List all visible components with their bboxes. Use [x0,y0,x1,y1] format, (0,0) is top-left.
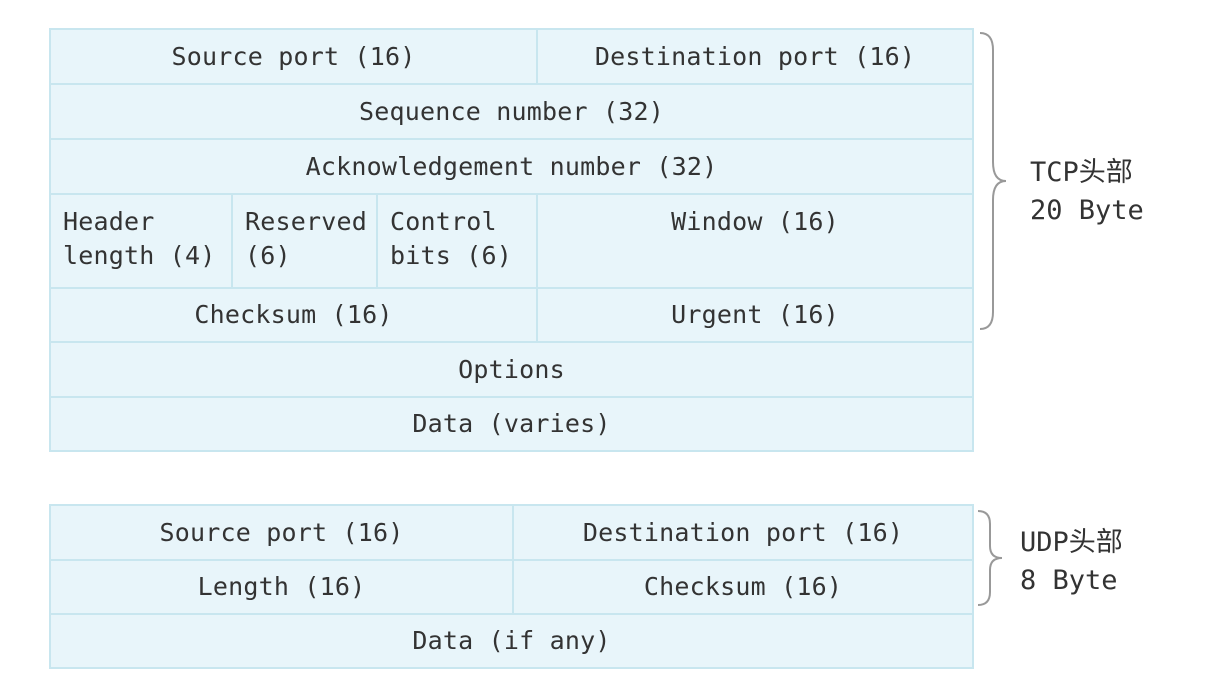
tcp-data-label: Data (varies) [412,409,611,438]
tcp-options-field: Options [49,341,974,398]
tcp-acknowledgement-number-label: Acknowledgement number (32) [305,151,718,181]
udp-data-label: Data (if any) [412,626,611,655]
tcp-checksum-label: Checksum (16) [194,300,393,329]
udp-destination-port-field: Destination port (16) [512,504,974,561]
tcp-source-port-field: Source port (16) [49,28,538,85]
tcp-destination-port-field: Destination port (16) [536,28,974,85]
tcp-control-bits-line-2: bits (6) [390,241,513,270]
udp-length-field: Length (16) [49,559,514,615]
tcp-header-brace [979,32,1007,330]
udp-source-port-field: Source port (16) [49,504,514,561]
tcp-sequence-number-field: Sequence number (32) [49,83,974,140]
tcp-checksum-field: Checksum (16) [49,287,538,343]
tcp-control-bits-line-1: Control [390,207,497,236]
tcp-data-field: Data (varies) [49,396,974,452]
tcp-control-bits-field: Control bits (6) [376,193,538,289]
udp-data-field: Data (if any) [49,613,974,669]
udp-destination-port-label: Destination port (16) [582,517,904,547]
tcp-header-length-line-2: length (4) [63,241,216,270]
tcp-options-label: Options [458,354,565,384]
udp-header-title: UDP头部 [1020,527,1123,558]
tcp-urgent-label: Urgent (16) [671,300,839,329]
tcp-header-title: TCP头部 [1030,157,1133,188]
tcp-window-field: Window (16) [536,193,974,289]
udp-checksum-field: Checksum (16) [512,559,974,615]
tcp-urgent-field: Urgent (16) [536,287,974,343]
udp-header-size-label: UDP头部 8 Byte [1020,524,1123,600]
tcp-header-length-line-1: Header [63,207,155,236]
udp-checksum-label: Checksum (16) [643,572,843,601]
tcp-source-port-label: Source port (16) [171,41,416,71]
tcp-header-length-field: Header length (4) [49,193,233,289]
tcp-sequence-number-label: Sequence number (32) [358,96,665,126]
udp-header-bytes: 8 Byte [1020,565,1118,596]
tcp-acknowledgement-number-field: Acknowledgement number (32) [49,138,974,195]
udp-source-port-label: Source port (16) [159,517,404,547]
tcp-reserved-line-1: Reserved [245,207,368,236]
tcp-destination-port-label: Destination port (16) [594,41,916,71]
udp-length-label: Length (16) [197,572,366,601]
tcp-reserved-line-2: (6) [245,241,291,270]
udp-header-brace [977,510,1003,606]
tcp-window-label: Window (16) [671,207,839,236]
tcp-header-bytes: 20 Byte [1030,195,1144,226]
tcp-reserved-field: Reserved (6) [231,193,378,289]
tcp-header-size-label: TCP头部 20 Byte [1030,154,1144,230]
